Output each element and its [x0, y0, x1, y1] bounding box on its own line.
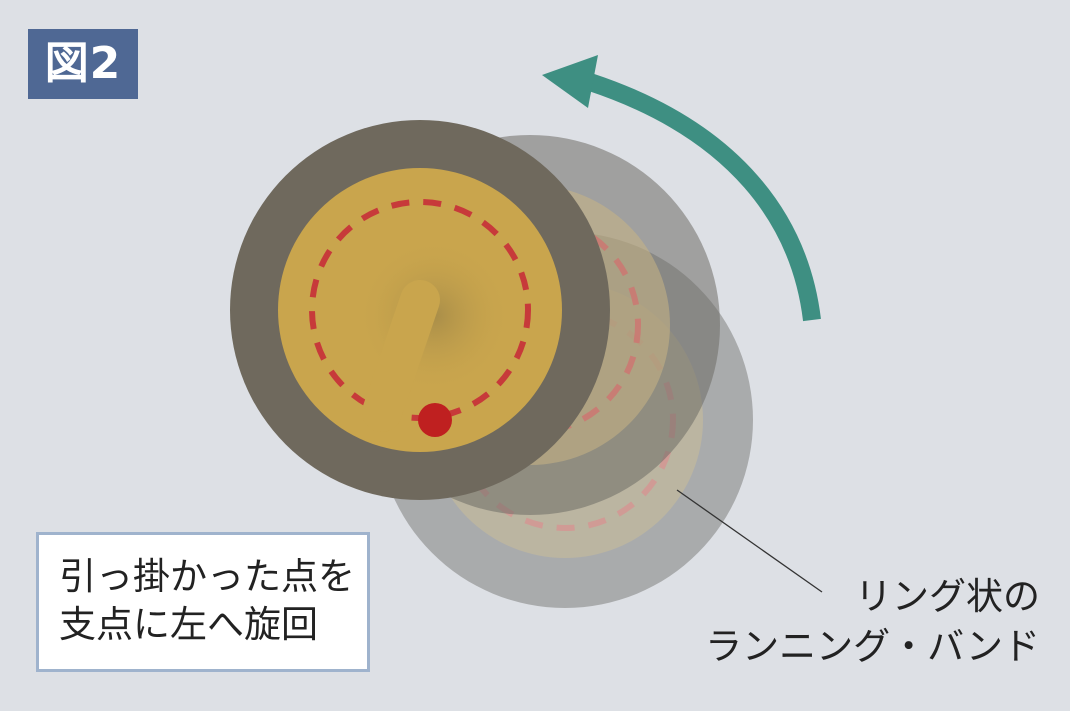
ring-band-label: リング状の ランニング・バンド — [700, 572, 1040, 672]
ring-band-label-line-2: ランニング・バンド — [705, 625, 1040, 668]
figure-label: 図2 — [28, 29, 138, 99]
caption-line-1: 引っ掛かった点を — [59, 555, 355, 598]
rotation-arrow-head — [542, 55, 598, 108]
rotation-arrow — [587, 73, 821, 322]
caption-box: 引っ掛かった点を 支点に左へ旋回 — [36, 532, 370, 672]
main-disc-handle — [362, 280, 440, 432]
label-leader-line — [676, 489, 823, 593]
ring-band-label-line-1: リング状の — [855, 575, 1040, 618]
caption-line-2: 支点に左へ旋回 — [59, 603, 318, 646]
main-disc — [230, 120, 610, 500]
pivot-point-dot — [418, 403, 452, 437]
